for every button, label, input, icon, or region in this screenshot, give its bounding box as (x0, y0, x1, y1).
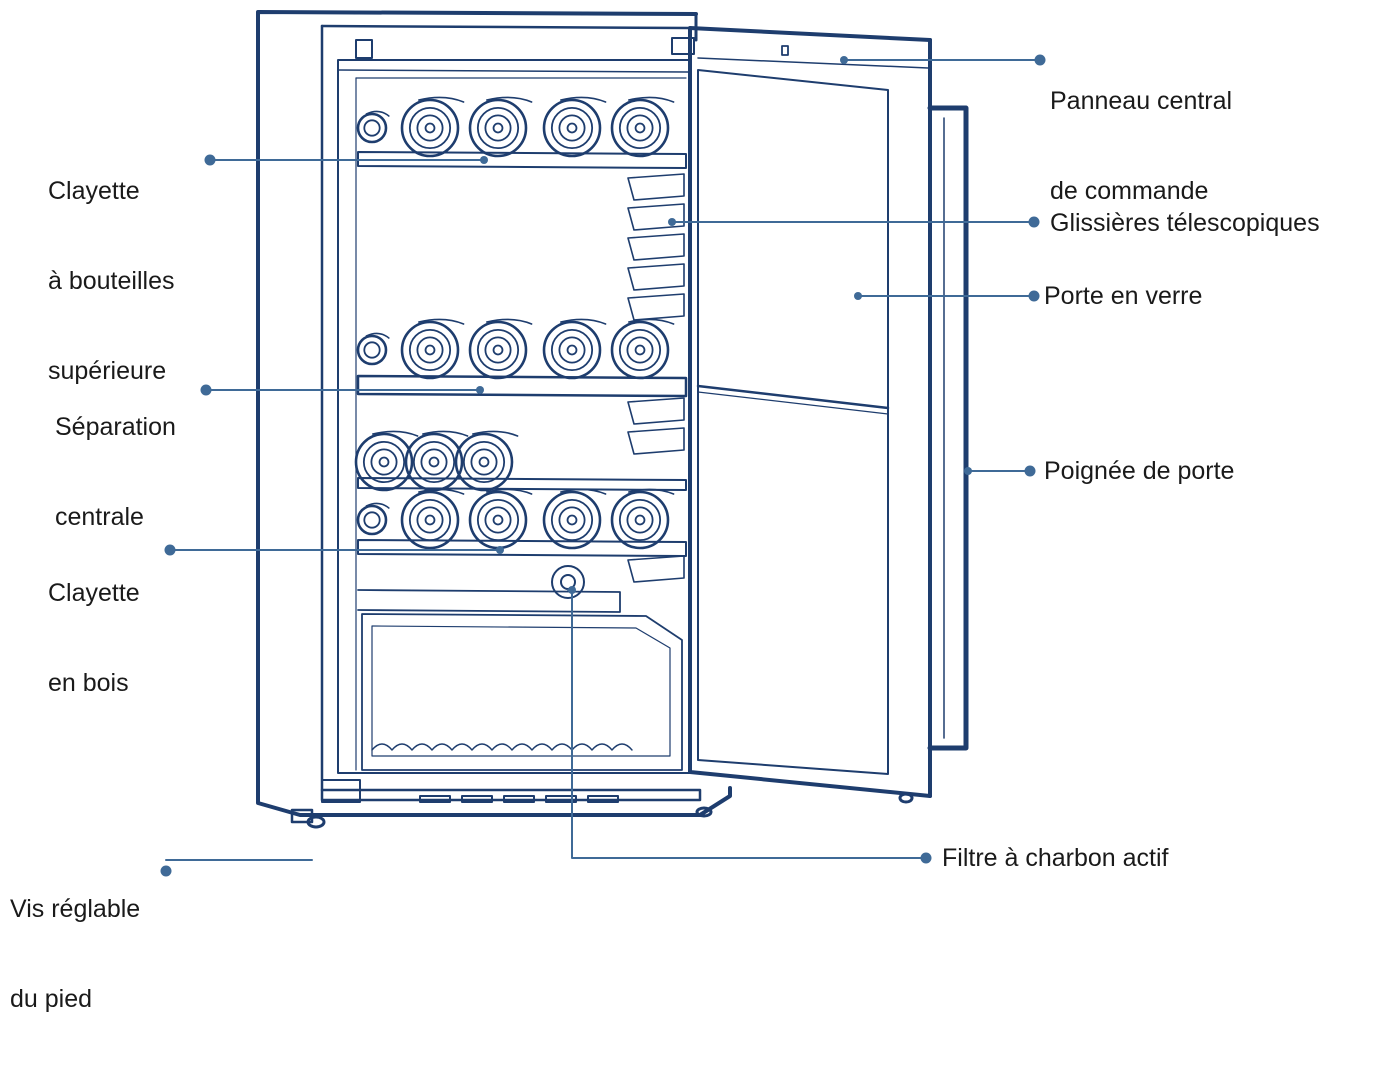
charcoal-filter-unit (551, 565, 585, 599)
bottle-end (400, 318, 465, 380)
open-door (688, 26, 969, 804)
door-foot (898, 792, 914, 804)
door-panel-divider-2 (697, 391, 889, 415)
door-glass-pane (697, 69, 889, 775)
foot-left (290, 808, 314, 824)
label-line: supérieure (48, 357, 167, 385)
foot-screw-right (695, 806, 713, 818)
dot-telescopic-slides (1028, 216, 1040, 228)
label-telescopic-slides: Glissières télescopiques (1050, 209, 1320, 237)
bottle-end (542, 318, 607, 380)
leader-lines (165, 59, 1041, 861)
label-glass-door: Porte en verre (1044, 282, 1203, 310)
dot-control-panel (1034, 54, 1046, 66)
bottle-end (468, 318, 533, 380)
diagram-stage: Clayette à bouteilles supérieure Séparat… (10, 10, 1320, 1013)
label-line: en bois (48, 669, 129, 697)
shelf-bottom (357, 589, 621, 613)
dot-central-separation (200, 384, 212, 396)
label-line: de commande (1050, 177, 1209, 205)
control-panel-button (781, 45, 789, 56)
top-hinge-tab-left (355, 39, 373, 59)
label-line: du pied (10, 985, 93, 1013)
leader-dots (160, 54, 1046, 877)
dot-charcoal-filter (920, 852, 932, 864)
bottle-end (354, 430, 419, 492)
cabinet-front-top-edge (320, 24, 692, 30)
dot-door-handle (1024, 465, 1036, 477)
label-control-panel: Panneau central de commande (1050, 26, 1232, 266)
label-central-separation: Séparation centrale (55, 352, 176, 592)
bottle-end (610, 488, 675, 550)
dot-upper-shelf (204, 154, 216, 166)
bottle-end (356, 502, 390, 536)
shelf-top (357, 151, 687, 169)
bottle-end (356, 110, 390, 144)
label-door-handle: Poignée de porte (1044, 457, 1235, 485)
bottle-end (468, 488, 533, 550)
label-line: Panneau central (1050, 87, 1233, 115)
left-hinge-block (321, 779, 361, 803)
door-top-strip (697, 57, 929, 69)
cabinet-outer-outline (256, 10, 732, 817)
label-line: Clayette (48, 579, 140, 607)
dot-wooden-shelf (164, 544, 176, 556)
label-charcoal-filter: Filtre à charbon actif (942, 844, 1169, 872)
leader-charcoal-filter (567, 589, 927, 859)
bottom-drawer (361, 613, 683, 771)
shelves (356, 151, 688, 771)
label-line: Séparation (55, 413, 176, 441)
cabinet-inner-top-ledge (337, 69, 689, 73)
bottom-bottles (371, 743, 633, 751)
bottle-rows (354, 96, 675, 550)
top-hinge-tab-right (671, 37, 695, 55)
bottle-end (404, 430, 469, 492)
bottle-end (454, 430, 519, 492)
bottle-end (468, 96, 533, 158)
bottle-end (610, 96, 675, 158)
base-vents (419, 795, 619, 803)
label-line: Vis réglable (10, 895, 141, 923)
bottle-end (400, 96, 465, 158)
door-handle-bar (927, 105, 969, 751)
shelf-lower (357, 477, 687, 491)
label-line: à bouteilles (48, 267, 175, 295)
label-line: centrale (55, 503, 144, 531)
label-line: Clayette (48, 177, 140, 205)
bottle-end (400, 488, 465, 550)
wine-cooler-drawing (160, 10, 1046, 877)
door-panel-divider (696, 384, 890, 410)
bottle-end (542, 96, 607, 158)
dot-glass-door (1028, 290, 1040, 302)
bottle-end (542, 488, 607, 550)
door-frame (688, 26, 932, 798)
bottle-end (356, 332, 390, 366)
bottom-drawer-inner (371, 625, 671, 757)
label-upper-bottle-shelf: Clayette à bouteilles supérieure (48, 116, 174, 446)
label-adjustable-foot-screw: Vis réglable du pied (10, 834, 140, 1074)
slide-rails (627, 173, 685, 583)
bottle-end (610, 318, 675, 380)
label-wooden-shelf: Clayette en bois (48, 518, 140, 758)
dot-foot-screw (160, 865, 172, 877)
foot-screw-left (306, 815, 326, 829)
